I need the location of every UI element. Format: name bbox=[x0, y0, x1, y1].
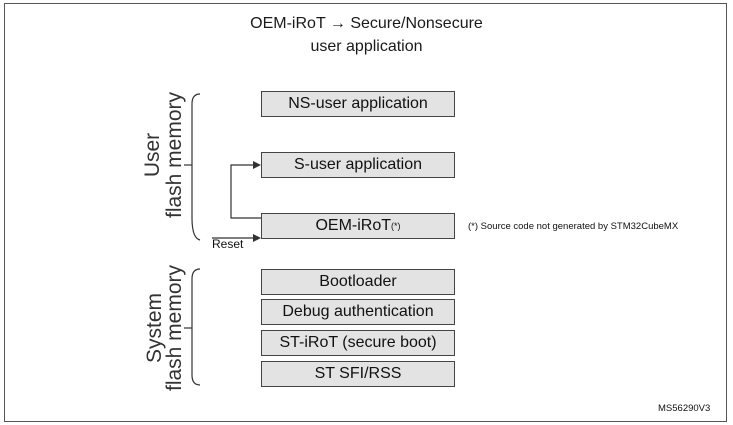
footnote: (*) Source code not generated by STM32Cu… bbox=[468, 221, 679, 232]
system-brace bbox=[191, 268, 201, 386]
ns-user-application-box: NS-user application bbox=[261, 91, 455, 117]
reset-label: Reset bbox=[212, 237, 244, 251]
diagram-title-line1: OEM-iRoT → Secure/Nonsecure bbox=[250, 15, 483, 32]
oem-irot-footnote-marker: (*) bbox=[391, 221, 401, 231]
system-flash-label-line2: flash memory bbox=[163, 264, 186, 392]
user-flash-label-line1: User bbox=[141, 132, 164, 178]
s-user-application-box: S-user application bbox=[261, 152, 455, 178]
figure-code: MS56290V3 bbox=[658, 403, 711, 414]
jump-arrow-line bbox=[230, 164, 261, 219]
debug-authentication-box: Debug authentication bbox=[261, 299, 455, 325]
st-sfi-rss-box: ST SFI/RSS bbox=[261, 361, 455, 387]
bootloader-box: Bootloader bbox=[261, 269, 455, 295]
oem-irot-label: OEM-iRoT bbox=[315, 217, 392, 234]
oem-irot-box: OEM-iRoT(*) bbox=[261, 213, 455, 239]
reset-arrowhead bbox=[253, 234, 261, 242]
st-irot-box: ST-iRoT (secure boot) bbox=[261, 330, 455, 356]
diagram-title-line2: user application bbox=[310, 38, 423, 55]
user-brace bbox=[191, 93, 201, 241]
jump-arrowhead bbox=[253, 161, 261, 169]
user-flash-label-line2: flash memory bbox=[163, 91, 186, 219]
